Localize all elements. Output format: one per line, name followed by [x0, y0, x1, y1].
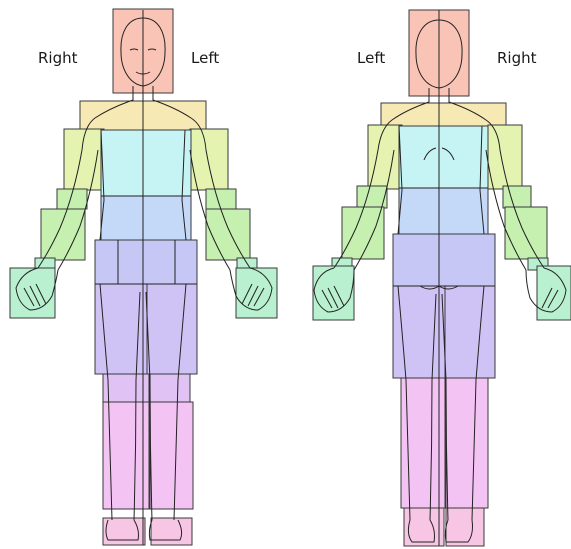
front-left-shin-zone[interactable]	[150, 402, 193, 509]
back-left-thigh-zone[interactable]	[393, 286, 445, 378]
front-left-knee-zone[interactable]	[150, 374, 190, 402]
back-mid-back-zone[interactable]	[399, 188, 488, 234]
back-figure	[313, 10, 571, 546]
front-right-thigh-zone[interactable]	[95, 284, 147, 374]
back-upper-back-zone[interactable]	[399, 126, 488, 188]
front-right-knee-zone[interactable]	[103, 374, 149, 402]
front-chest-zone[interactable]	[101, 130, 191, 196]
front-pelvis-zone[interactable]	[95, 240, 197, 284]
back-right-calf-zone[interactable]	[446, 378, 488, 508]
back-right-elbow-zone[interactable]	[503, 186, 531, 208]
front-left-elbow-zone[interactable]	[206, 189, 236, 209]
back-left-forearm-zone[interactable]	[342, 207, 384, 259]
front-figure	[10, 9, 277, 545]
front-abdomen-zone[interactable]	[101, 196, 191, 240]
back-right-upper-arm-zone[interactable]	[488, 125, 522, 189]
front-left-forearm-zone[interactable]	[206, 209, 250, 260]
front-left-foot-zone[interactable]	[151, 518, 192, 545]
back-right-heel-zone[interactable]	[446, 508, 484, 546]
back-right-thigh-zone[interactable]	[445, 286, 495, 378]
back-right-forearm-zone[interactable]	[505, 207, 547, 259]
back-lower-back-zone[interactable]	[393, 234, 495, 286]
back-left-upper-arm-zone[interactable]	[368, 125, 402, 189]
front-left-thigh-zone[interactable]	[147, 284, 197, 374]
